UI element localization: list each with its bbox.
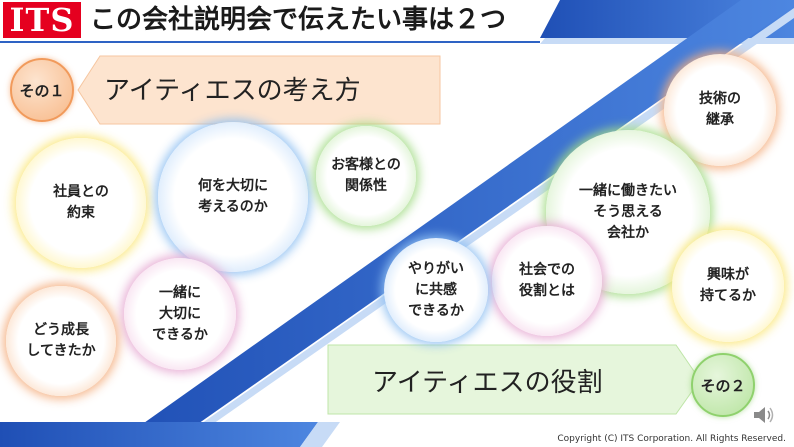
circle-employee-promise: 社員との 約束	[16, 138, 146, 268]
section2-badge-label: その２	[700, 376, 746, 395]
circle-rewarding: やりがい に共感 できるか	[384, 238, 488, 342]
its-logo: ITS	[3, 2, 81, 38]
section1-badge: その１	[10, 58, 74, 122]
speaker-icon[interactable]	[752, 404, 776, 426]
circle-how-grown: どう成長 してきたか	[6, 286, 116, 396]
section2-banner-text: アイティエスの役割	[372, 368, 603, 398]
circle-tech-succession: 技術の 継承	[664, 54, 776, 166]
section1-badge-label: その１	[19, 81, 65, 100]
circle-what-matters: 何を大切に 考えるのか	[158, 122, 308, 272]
circle-value-together: 一緒に 大切に できるか	[124, 258, 236, 370]
diagonal-band	[110, 0, 794, 447]
bottom-band	[0, 422, 318, 447]
banner1-shape	[77, 55, 441, 125]
section2-badge: その２	[691, 353, 755, 417]
diagonal-band-light	[168, 8, 794, 447]
banner2-shape	[327, 344, 701, 415]
bottom-band-light	[300, 422, 340, 447]
circle-social-role: 社会での 役割とは	[492, 226, 602, 336]
circle-interest: 興味が 持てるか	[672, 230, 784, 342]
circle-customer-relations: お客様との 関係性	[316, 126, 416, 226]
page-title: この会社説明会で伝えたい事は２つ	[90, 5, 507, 35]
section1-banner-text: アイティエスの考え方	[104, 76, 361, 106]
copyright: Copyright (C) ITS Corporation. All Right…	[557, 434, 786, 444]
